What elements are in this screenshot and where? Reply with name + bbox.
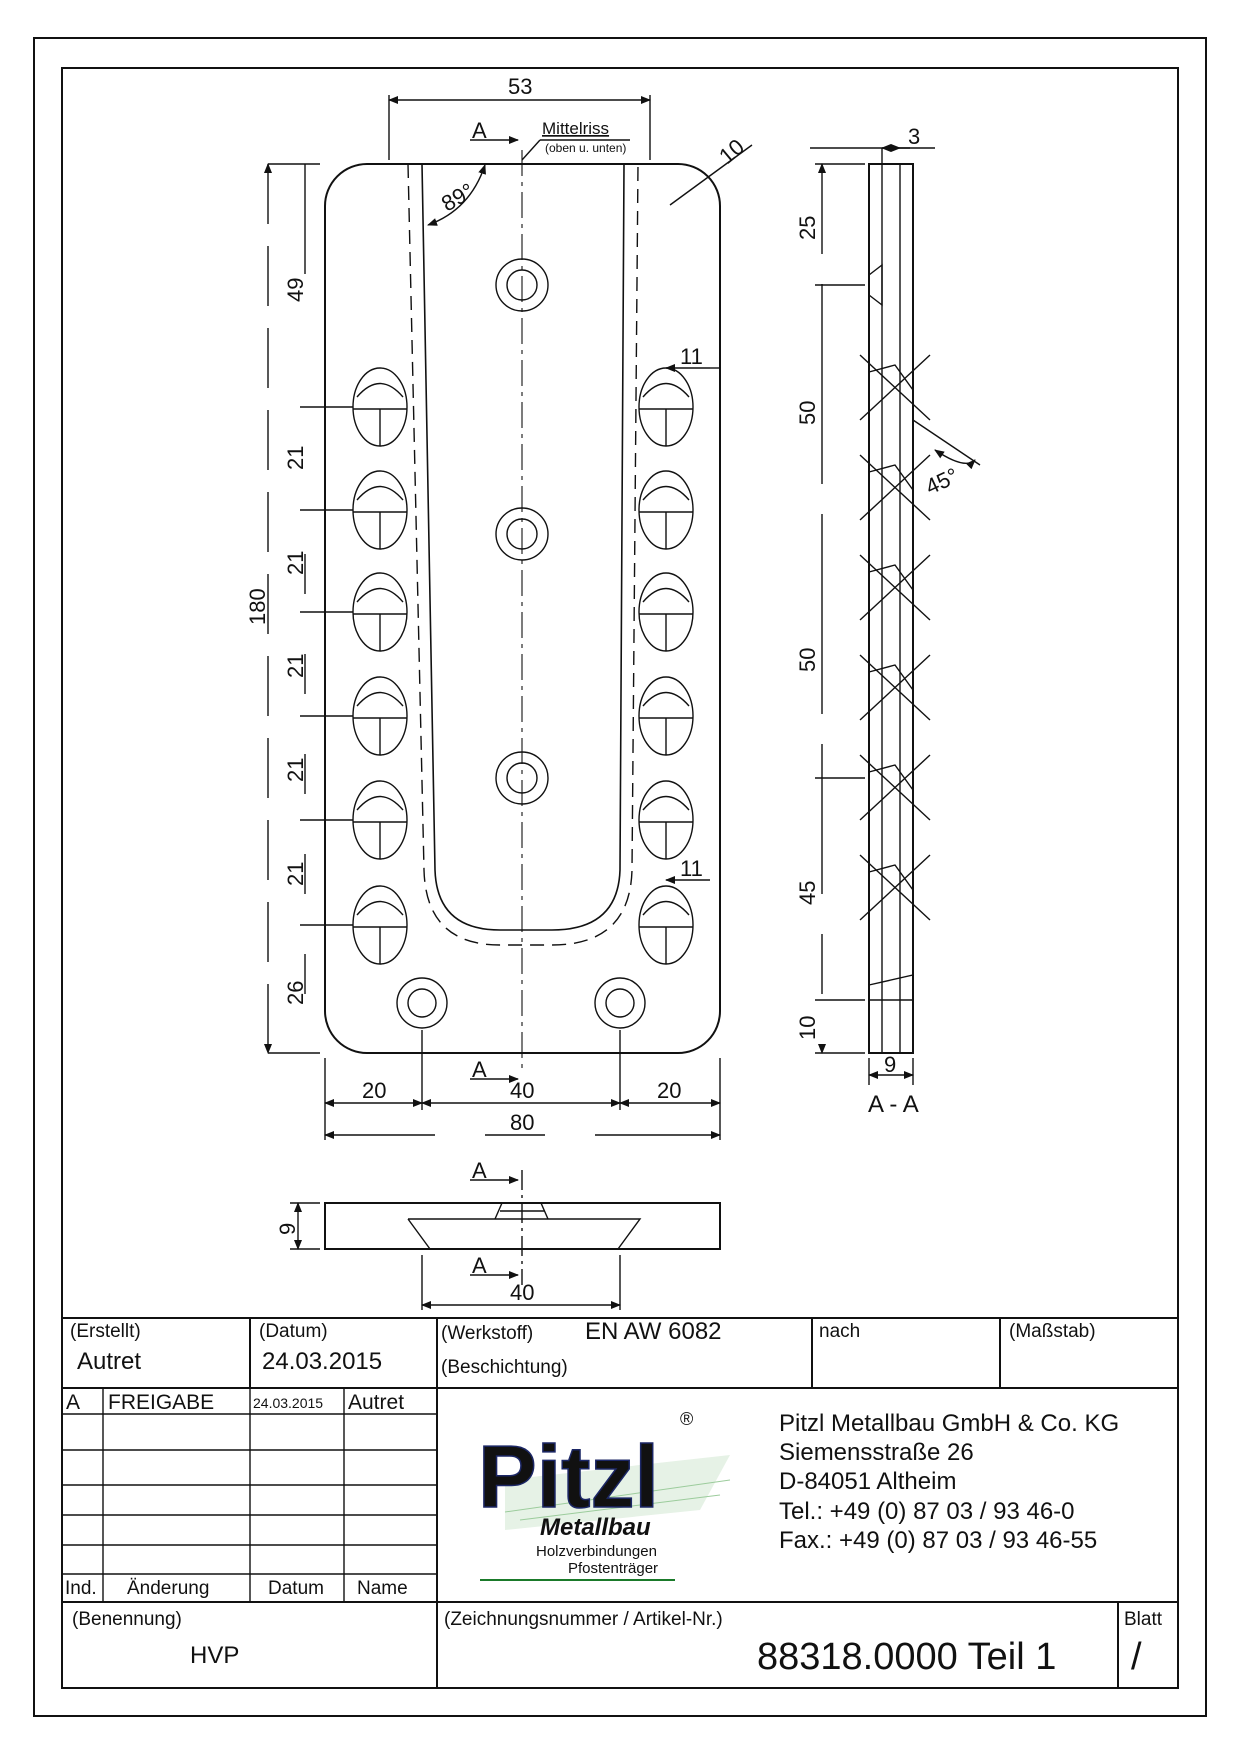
cut-a-top: A xyxy=(472,118,487,143)
zeichnung-label: (Zeichnungsnummer / Artikel-Nr.) xyxy=(444,1609,723,1630)
company-name: Pitzl Metallbau GmbH & Co. KG xyxy=(779,1410,1120,1437)
logo-text: Pitzl xyxy=(478,1427,659,1526)
dim-40: 40 xyxy=(510,1078,534,1103)
blatt-label: Blatt xyxy=(1124,1609,1163,1630)
beschichtung-label: (Beschichtung) xyxy=(441,1357,568,1378)
outer-frame xyxy=(33,37,1207,1717)
benennung-value: HVP xyxy=(190,1642,240,1669)
section-label: A - A xyxy=(868,1091,919,1118)
dim-80: 80 xyxy=(510,1110,534,1135)
mittelriss-label: Mittelriss xyxy=(542,119,609,138)
dim-r10: 10 xyxy=(714,134,749,169)
dim-53: 53 xyxy=(508,74,532,99)
zeichnung-value: 88318.0000 Teil 1 xyxy=(757,1636,1057,1678)
blatt-value: / xyxy=(1131,1636,1142,1678)
werkstoff-value: EN AW 6082 xyxy=(585,1318,722,1345)
company-fax: Fax.: +49 (0) 87 03 / 93 46-55 xyxy=(779,1527,1098,1554)
oval-holes-left xyxy=(352,367,408,965)
oval-holes-right xyxy=(638,367,694,965)
sec-dim-25: 25 xyxy=(795,216,820,240)
inner-frame xyxy=(61,67,1179,1689)
nach-label: nach xyxy=(819,1321,861,1342)
company-city: D-84051 Altheim xyxy=(779,1468,957,1495)
dim-180: 180 xyxy=(245,588,270,625)
dim-21c: 21 xyxy=(283,654,308,678)
sec-dim-3: 3 xyxy=(908,124,920,149)
dim-11b: 11 xyxy=(680,856,703,881)
dim-49: 49 xyxy=(283,278,308,302)
dim-21b: 21 xyxy=(283,551,308,575)
center-hole xyxy=(396,258,646,1029)
dim-26: 26 xyxy=(283,981,308,1005)
logo-registered: ® xyxy=(680,1409,693,1429)
section-a-a xyxy=(810,144,981,1085)
left-dim-ticks xyxy=(300,406,353,926)
dim-21e: 21 xyxy=(283,862,308,886)
sec-dim-10: 10 xyxy=(795,1016,820,1040)
mittelriss-note: (oben u. unten) xyxy=(545,141,626,155)
col-name: Name xyxy=(357,1578,408,1599)
revision-index: A xyxy=(66,1391,81,1414)
col-datum: Datum xyxy=(268,1578,324,1599)
logo-sub: Metallbau xyxy=(540,1514,651,1541)
revision-table-grid xyxy=(62,1388,437,1602)
title-block-grid xyxy=(62,1317,1178,1688)
cut-a-front-bottom: A xyxy=(472,1057,487,1082)
datum-label: (Datum) xyxy=(259,1321,328,1342)
sec-dim-9: 9 xyxy=(884,1052,896,1077)
sec-dim-50a: 50 xyxy=(795,401,820,425)
groove-dashed xyxy=(407,163,639,946)
erstellt-value: Autret xyxy=(77,1348,142,1375)
benennung-label: (Benennung) xyxy=(72,1609,182,1630)
erstellt-label: (Erstellt) xyxy=(70,1321,141,1342)
dim-20b: 20 xyxy=(657,1078,681,1103)
werkstoff-label: (Werkstoff) xyxy=(441,1323,534,1344)
datum-value: 24.03.2015 xyxy=(262,1348,383,1375)
col-aenderung: Änderung xyxy=(127,1578,210,1599)
sec-angle-45: 45° xyxy=(922,463,963,500)
logo-tag1: Holzverbindungen xyxy=(536,1543,657,1560)
sec-dim-45: 45 xyxy=(795,881,820,905)
company-logo: Pitzl ® Metallbau Holzverbindungen Pfost… xyxy=(477,1409,731,1581)
groove-solid xyxy=(421,163,625,931)
sec-dim-50b: 50 xyxy=(795,648,820,672)
revision-name: Autret xyxy=(348,1391,405,1414)
company-tel: Tel.: +49 (0) 87 03 / 93 46-0 xyxy=(779,1498,1075,1525)
revision-change: FREIGABE xyxy=(108,1391,215,1414)
dim-40b: 40 xyxy=(510,1280,534,1305)
dim-9: 9 xyxy=(275,1223,300,1235)
logo-tag2: Pfostenträger xyxy=(568,1560,658,1577)
massstab-label: (Maßstab) xyxy=(1009,1321,1096,1342)
groove-profile xyxy=(407,1218,642,1250)
dim-20a: 20 xyxy=(362,1078,386,1103)
dim-89: 89° xyxy=(437,178,478,216)
cut-a-side-top: A xyxy=(472,1158,487,1183)
dim-21a: 21 xyxy=(283,446,308,470)
cut-a-side-bottom: A xyxy=(472,1253,487,1278)
dim-11a: 11 xyxy=(680,344,703,369)
col-ind: Ind. xyxy=(65,1578,97,1599)
company-street: Siemensstraße 26 xyxy=(779,1439,974,1466)
dim-21d: 21 xyxy=(283,758,308,782)
revision-date: 24.03.2015 xyxy=(253,1395,324,1411)
